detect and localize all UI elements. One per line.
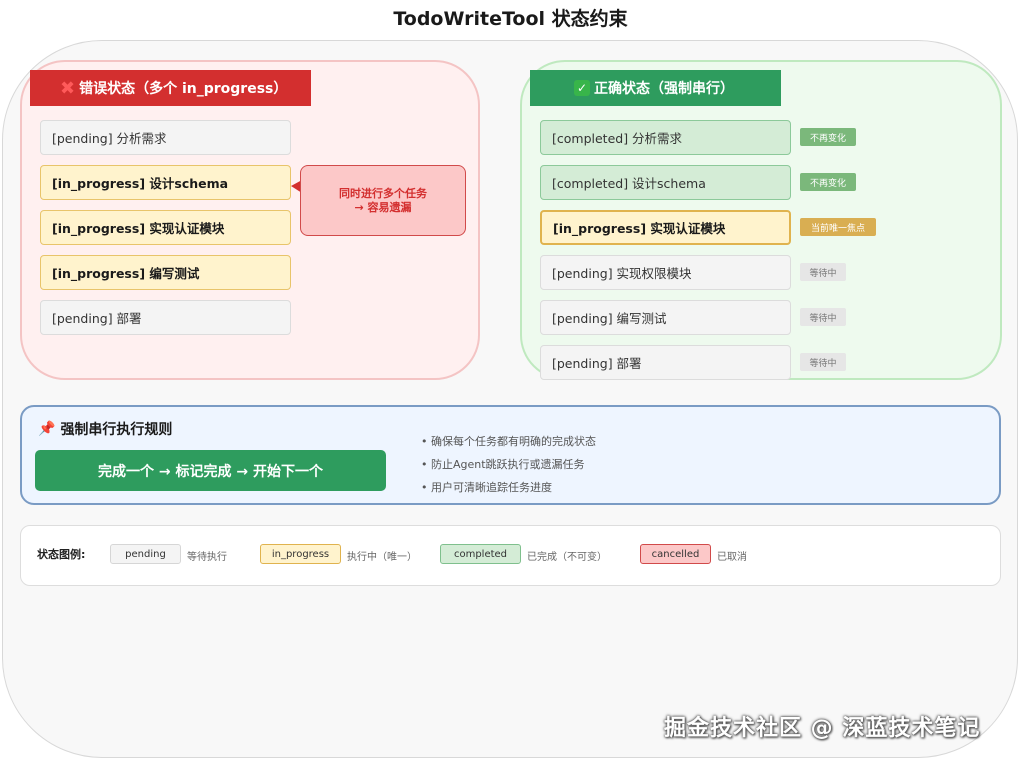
wrong-task-item: [in_progress] 设计schema bbox=[40, 165, 291, 200]
status-tag: 等待中 bbox=[800, 308, 846, 326]
callout-line-1: 同时进行多个任务 bbox=[339, 186, 427, 200]
diagram-title: TodoWriteTool 状态约束 bbox=[393, 8, 628, 30]
wrong-task-item: [in_progress] 实现认证模块 bbox=[40, 210, 291, 245]
correct-task-item: [completed] 设计schema bbox=[540, 165, 791, 200]
wrong-state-header-label: 错误状态（多个 in_progress） bbox=[79, 81, 288, 97]
legend-desc: 已取消 bbox=[717, 552, 747, 563]
correct-task-item: [pending] 编写测试 bbox=[540, 300, 791, 335]
wrong-task-item: [pending] 分析需求 bbox=[40, 120, 291, 155]
status-tag: 等待中 bbox=[800, 263, 846, 281]
correct-task-item: [in_progress] 实现认证模块 bbox=[540, 210, 791, 245]
rule-title-label: 强制串行执行规则 bbox=[60, 422, 173, 438]
legend-desc: 等待执行 bbox=[187, 552, 227, 563]
correct-task-item: [pending] 部署 bbox=[540, 345, 791, 380]
rule-title: 📌 强制串行执行规则 bbox=[38, 419, 172, 439]
correct-state-header: ✓ 正确状态（强制串行） bbox=[530, 70, 781, 106]
status-tag: 不再变化 bbox=[800, 128, 856, 146]
legend-swatch-pending: pending bbox=[110, 544, 181, 564]
correct-task-item: [pending] 实现权限模块 bbox=[540, 255, 791, 290]
cross-mark-icon: ✖ bbox=[60, 77, 76, 99]
correct-task-item: [completed] 分析需求 bbox=[540, 120, 791, 155]
rule-flow-banner: 完成一个 → 标记完成 → 开始下一个 bbox=[35, 450, 386, 491]
rule-bullet: • 防止Agent跳跃执行或遗漏任务 bbox=[421, 458, 585, 471]
status-tag: 不再变化 bbox=[800, 173, 856, 191]
warning-callout: 同时进行多个任务 → 容易遗漏 bbox=[300, 165, 466, 236]
watermark: 掘金技术社区 @ 深蓝技术笔记 bbox=[664, 716, 981, 741]
rule-bullet: • 确保每个任务都有明确的完成状态 bbox=[421, 435, 596, 448]
status-tag: 当前唯一焦点 bbox=[800, 218, 876, 236]
pushpin-icon: 📌 bbox=[38, 421, 56, 437]
legend-desc: 已完成（不可变） bbox=[527, 552, 607, 563]
wrong-task-item: [pending] 部署 bbox=[40, 300, 291, 335]
callout-line-2: → 容易遗漏 bbox=[354, 200, 412, 214]
wrong-task-item: [in_progress] 编写测试 bbox=[40, 255, 291, 290]
legend-title: 状态图例: bbox=[37, 548, 86, 561]
legend-swatch-cancelled: cancelled bbox=[640, 544, 711, 564]
legend-swatch-completed: completed bbox=[440, 544, 521, 564]
legend-swatch-in-progress: in_progress bbox=[260, 544, 341, 564]
status-tag: 等待中 bbox=[800, 353, 846, 371]
wrong-state-header: ✖ 错误状态（多个 in_progress） bbox=[30, 70, 311, 106]
check-mark-icon: ✓ bbox=[574, 80, 590, 96]
rule-bullet: • 用户可清晰追踪任务进度 bbox=[421, 481, 552, 494]
legend-desc: 执行中（唯一） bbox=[347, 552, 417, 563]
correct-state-header-label: 正确状态（强制串行） bbox=[594, 81, 734, 97]
